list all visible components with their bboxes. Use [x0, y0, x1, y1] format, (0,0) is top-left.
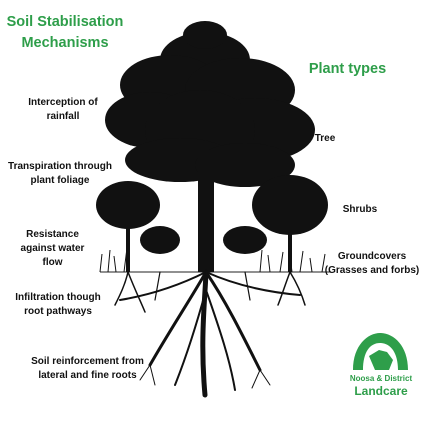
mechanism-interception: Interception of rainfall	[28, 97, 98, 122]
tree-silhouette	[105, 21, 315, 272]
landcare-logo-icon	[353, 333, 408, 370]
root-silhouette	[114, 269, 306, 398]
plant-type-tree: Tree	[314, 133, 336, 144]
mechanism-infiltration: Infiltration though root pathways	[15, 292, 101, 317]
logo-text-name: Landcare	[354, 384, 408, 398]
page-title: Soil Stabilisation Mechanisms	[6, 14, 124, 51]
mechanism-transpiration: Transpiration through plant foliage	[8, 161, 112, 186]
logo-text-org: Noosa & District	[349, 374, 413, 383]
shrub-silhouette	[96, 175, 328, 272]
plant-type-shrubs: Shrubs	[342, 204, 378, 215]
plant-type-groundcovers: Groundcovers (Grasses and forbs)	[324, 251, 420, 276]
mechanism-reinforcement: Soil reinforcement from lateral and fine…	[31, 356, 144, 381]
mechanism-resistance: Resistance against water flow	[20, 229, 85, 268]
plant-types-title: Plant types	[308, 61, 387, 77]
